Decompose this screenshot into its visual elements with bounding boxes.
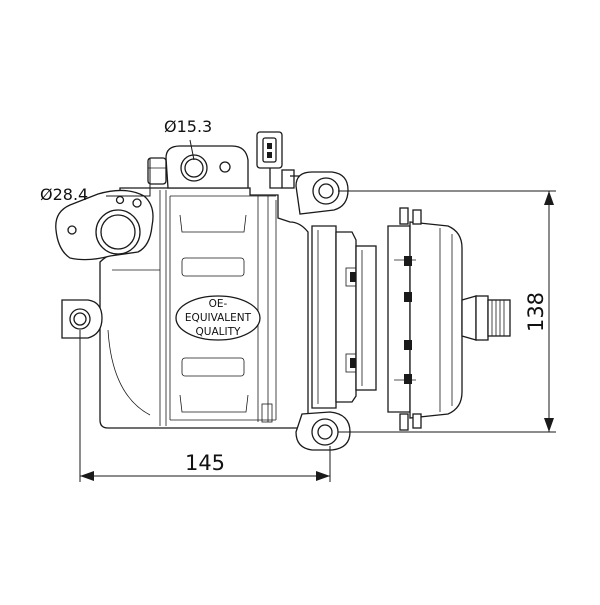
discharge-port [147,145,249,189]
large-port-diameter-label: Ø28.4 [40,185,88,204]
height-dimension: 138 [338,190,556,433]
upper-mounting-ear [295,171,349,215]
front-housing [311,225,377,409]
small-port-diameter-label: Ø15.3 [164,117,212,136]
badge-line-2: EQUIVALENT [185,312,252,324]
electrical-connector [256,131,301,189]
clutch-pulley [387,207,463,431]
leader-large-port [106,158,151,197]
width-dimension-label: 145 [185,451,225,475]
height-dimension-label: 138 [524,292,548,332]
width-dimension: 145 [79,330,331,482]
lower-mounting-ear [295,411,351,451]
oe-equivalent-badge: OE- EQUIVALENT QUALITY [175,295,261,341]
drive-shaft [461,295,511,341]
left-mounting-ear [61,299,103,339]
badge-line-3: QUALITY [196,326,241,338]
badge-line-1: OE- [209,298,228,310]
leader-small-port [189,139,195,161]
